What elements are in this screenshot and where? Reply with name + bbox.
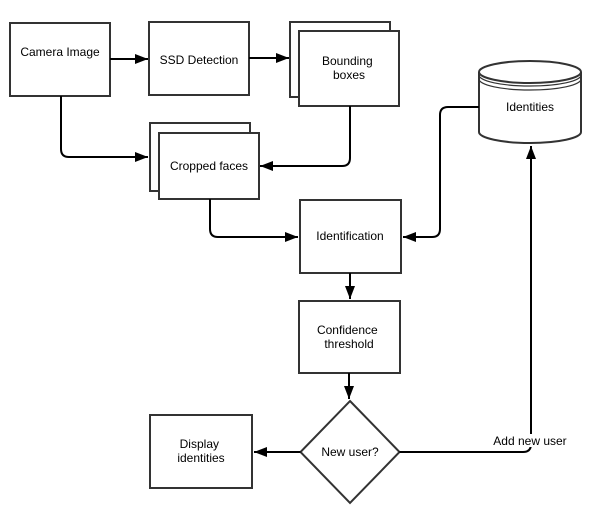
database-disk-line-1 bbox=[478, 74, 582, 87]
node-identification: Identification bbox=[299, 199, 402, 274]
database-disk-line-2 bbox=[478, 78, 582, 91]
node-camera-image: Camera Image bbox=[9, 22, 111, 97]
node-ssd-detection: SSD Detection bbox=[148, 21, 250, 96]
edge-identities-to-identification bbox=[403, 106, 479, 242]
add-new-user-edge-label: Add new user bbox=[493, 434, 566, 448]
node-bounding-boxes: Bounding boxes bbox=[289, 21, 400, 107]
edge-bounding-boxes-to-cropped-faces bbox=[260, 106, 351, 171]
ssd-detection-label: SSD Detection bbox=[160, 53, 239, 67]
cropped-faces-label: Cropped faces bbox=[170, 159, 248, 173]
node-cropped-faces: Cropped faces bbox=[149, 122, 260, 200]
bounding-boxes-label: Bounding boxes bbox=[322, 54, 376, 82]
node-display-identities: Display identities bbox=[149, 414, 253, 489]
ssd-detection-box bbox=[148, 21, 250, 96]
edge-new-user-to-identities bbox=[399, 146, 536, 453]
node-new-user-decision: New user? bbox=[299, 399, 401, 505]
identities-label: Identities bbox=[506, 100, 554, 114]
node-confidence-threshold: Confidence threshold bbox=[298, 300, 401, 374]
identification-label: Identification bbox=[316, 229, 383, 243]
node-identities-database: Identities bbox=[478, 60, 582, 144]
confidence-threshold-label: Confidence threshold bbox=[317, 323, 381, 351]
edge-cropped-faces-to-identification bbox=[209, 199, 298, 242]
database-top-ellipse bbox=[478, 71, 582, 84]
display-identities-box bbox=[149, 414, 253, 489]
edge-camera-to-cropped-faces bbox=[60, 96, 148, 162]
add-new-user-label-bg bbox=[490, 434, 570, 447]
new-user-diamond bbox=[299, 399, 401, 505]
confidence-threshold-box bbox=[298, 300, 401, 374]
camera-image-label: Camera Image bbox=[20, 45, 100, 59]
display-identities-label: Display identities bbox=[177, 437, 224, 465]
camera-image-box bbox=[9, 22, 111, 97]
new-user-label: New user? bbox=[321, 445, 379, 459]
